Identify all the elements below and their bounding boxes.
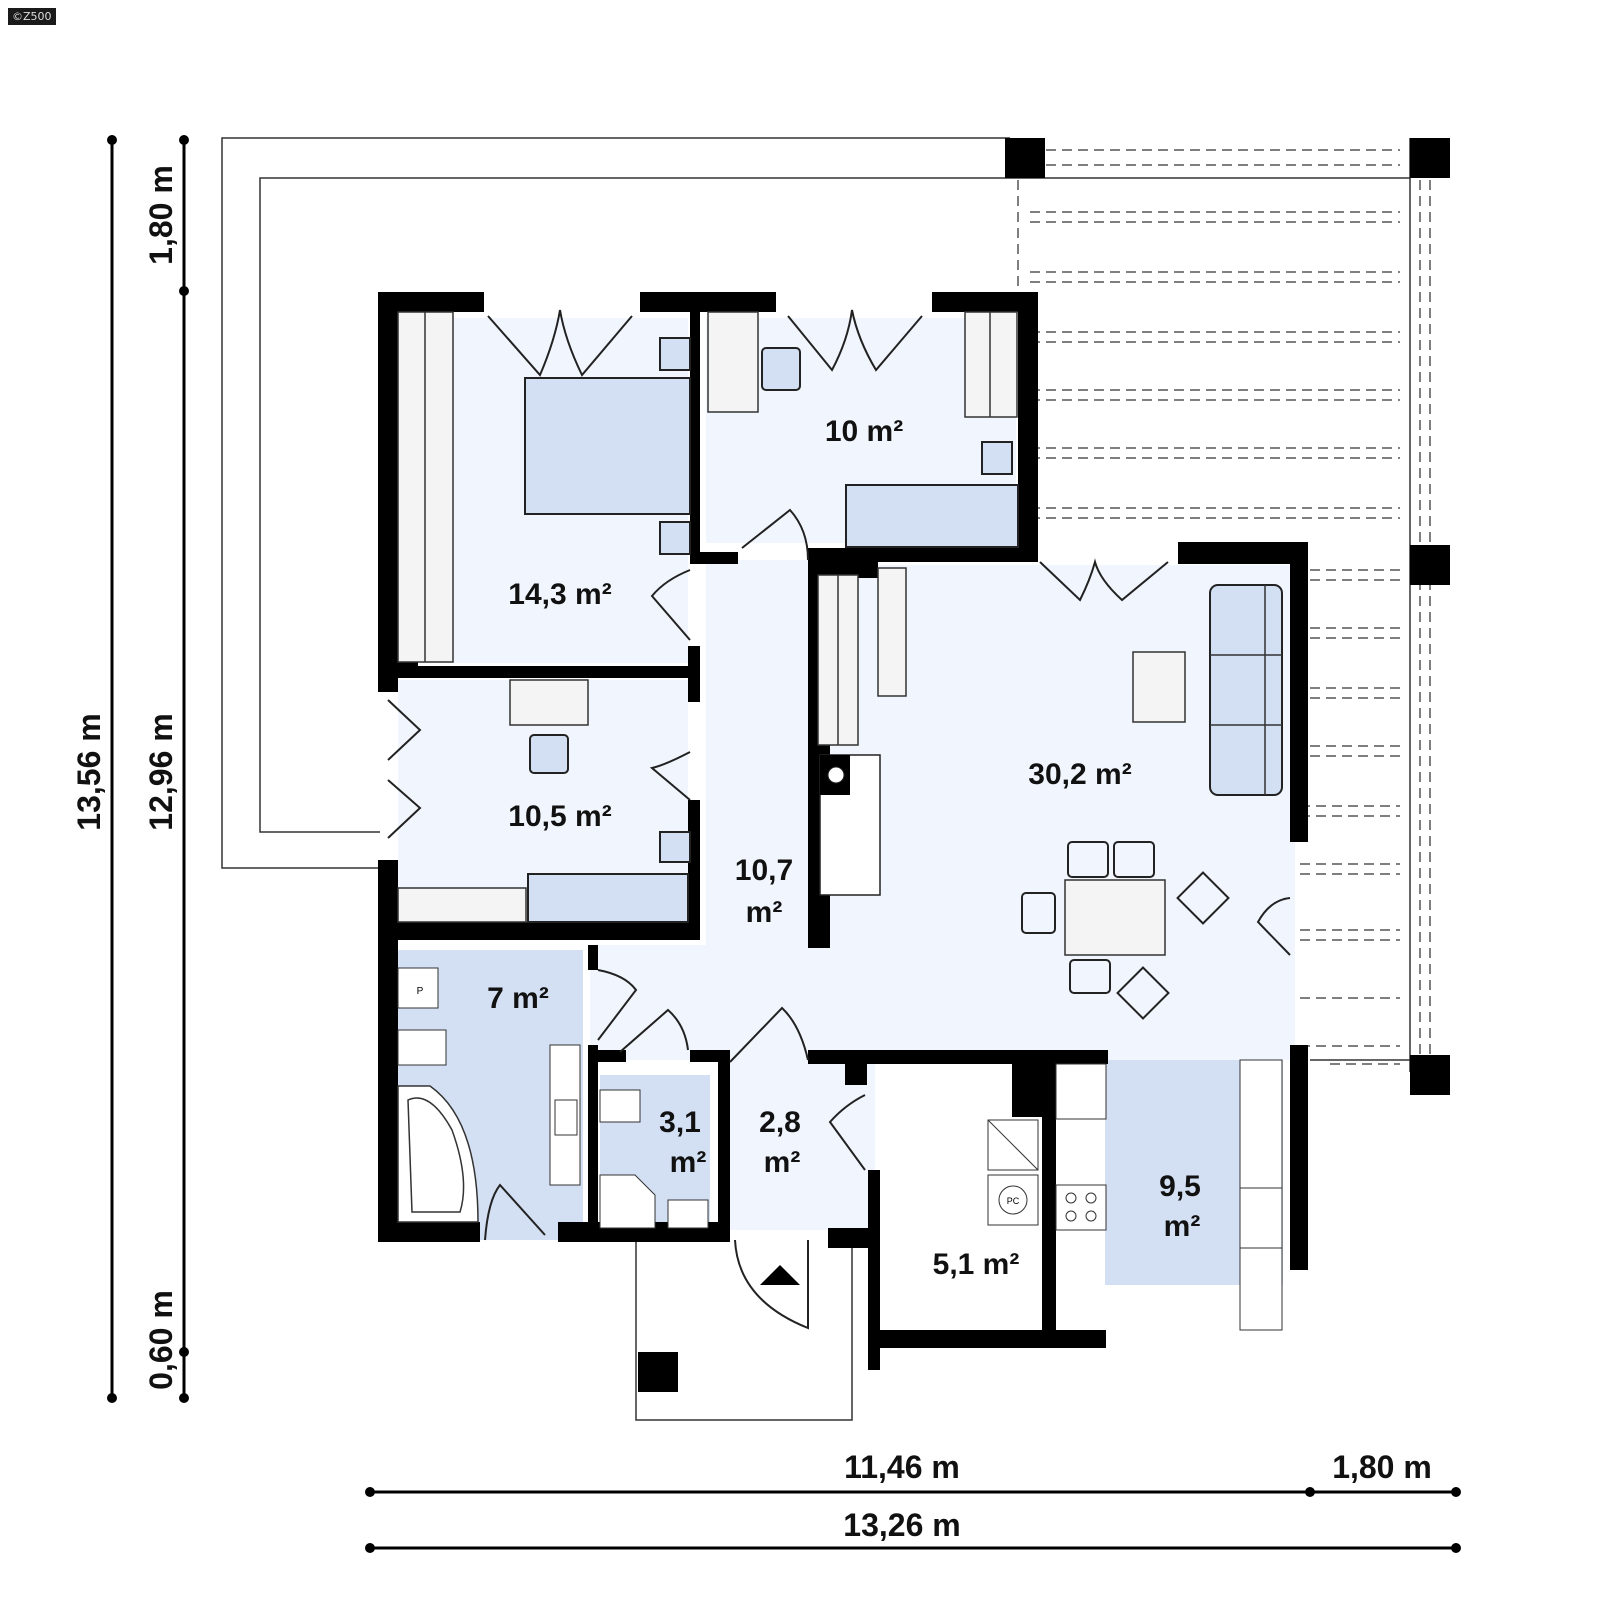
roof-outline xyxy=(221,137,1411,1072)
entrance-arrow-icon xyxy=(760,1265,800,1285)
area-living: 30,2 m² xyxy=(1028,758,1131,791)
dim-bottom-right: 1,80 m xyxy=(1332,1449,1432,1485)
area-vestibule-line1: 2,8 xyxy=(759,1106,801,1139)
walls xyxy=(378,292,1308,1392)
desks xyxy=(509,311,801,774)
dim-left-outer: 13,56 m xyxy=(71,713,107,830)
beds xyxy=(524,337,1019,923)
dim-bottom-total: 13,26 m xyxy=(843,1507,960,1543)
living-furniture xyxy=(819,584,1283,1020)
area-wc-line2: m² xyxy=(670,1146,707,1179)
svg-text:PC: PC xyxy=(1007,1196,1020,1206)
area-kitchen-line1: 9,5 xyxy=(1159,1170,1201,1203)
kitchen-fixtures: PC xyxy=(987,1059,1283,1331)
area-bedroom-master: 14,3 m² xyxy=(508,578,611,611)
area-wc-line1: 3,1 xyxy=(659,1106,701,1139)
pergola-posts xyxy=(1005,138,1450,1095)
dimension-lines: 13,56 m 1,80 m 12,96 m 0,60 m 11,46 m 1,… xyxy=(71,135,1461,1553)
pergola-slats xyxy=(1017,149,1431,1065)
dim-left-bottom: 0,60 m xyxy=(143,1290,179,1390)
doors xyxy=(387,309,1291,1330)
svg-text:P: P xyxy=(417,986,424,997)
area-bedroom-2: 10 m² xyxy=(825,415,903,448)
area-bedroom-3: 10,5 m² xyxy=(508,800,611,833)
area-hall-line1: 10,7 xyxy=(735,854,793,887)
wardrobes xyxy=(397,311,1018,923)
copyright-badge: ©Z500 xyxy=(8,8,56,25)
area-vestibule-line2: m² xyxy=(764,1146,801,1179)
area-kitchen-line2: m² xyxy=(1164,1210,1201,1243)
area-bathroom: 7 m² xyxy=(487,982,549,1015)
area-utility: 5,1 m² xyxy=(933,1248,1020,1281)
dim-bottom-main: 11,46 m xyxy=(844,1449,960,1485)
bathroom-fixtures xyxy=(397,967,709,1229)
area-hall-line2: m² xyxy=(746,896,783,929)
dim-left-top: 1,80 m xyxy=(143,165,179,265)
dim-left-mid: 12,96 m xyxy=(143,713,179,830)
porch xyxy=(635,1242,853,1421)
room-labels: 14,3 m² 10 m² 10,5 m² 10,7 m² 30,2 m² 7 … xyxy=(417,415,1201,1281)
